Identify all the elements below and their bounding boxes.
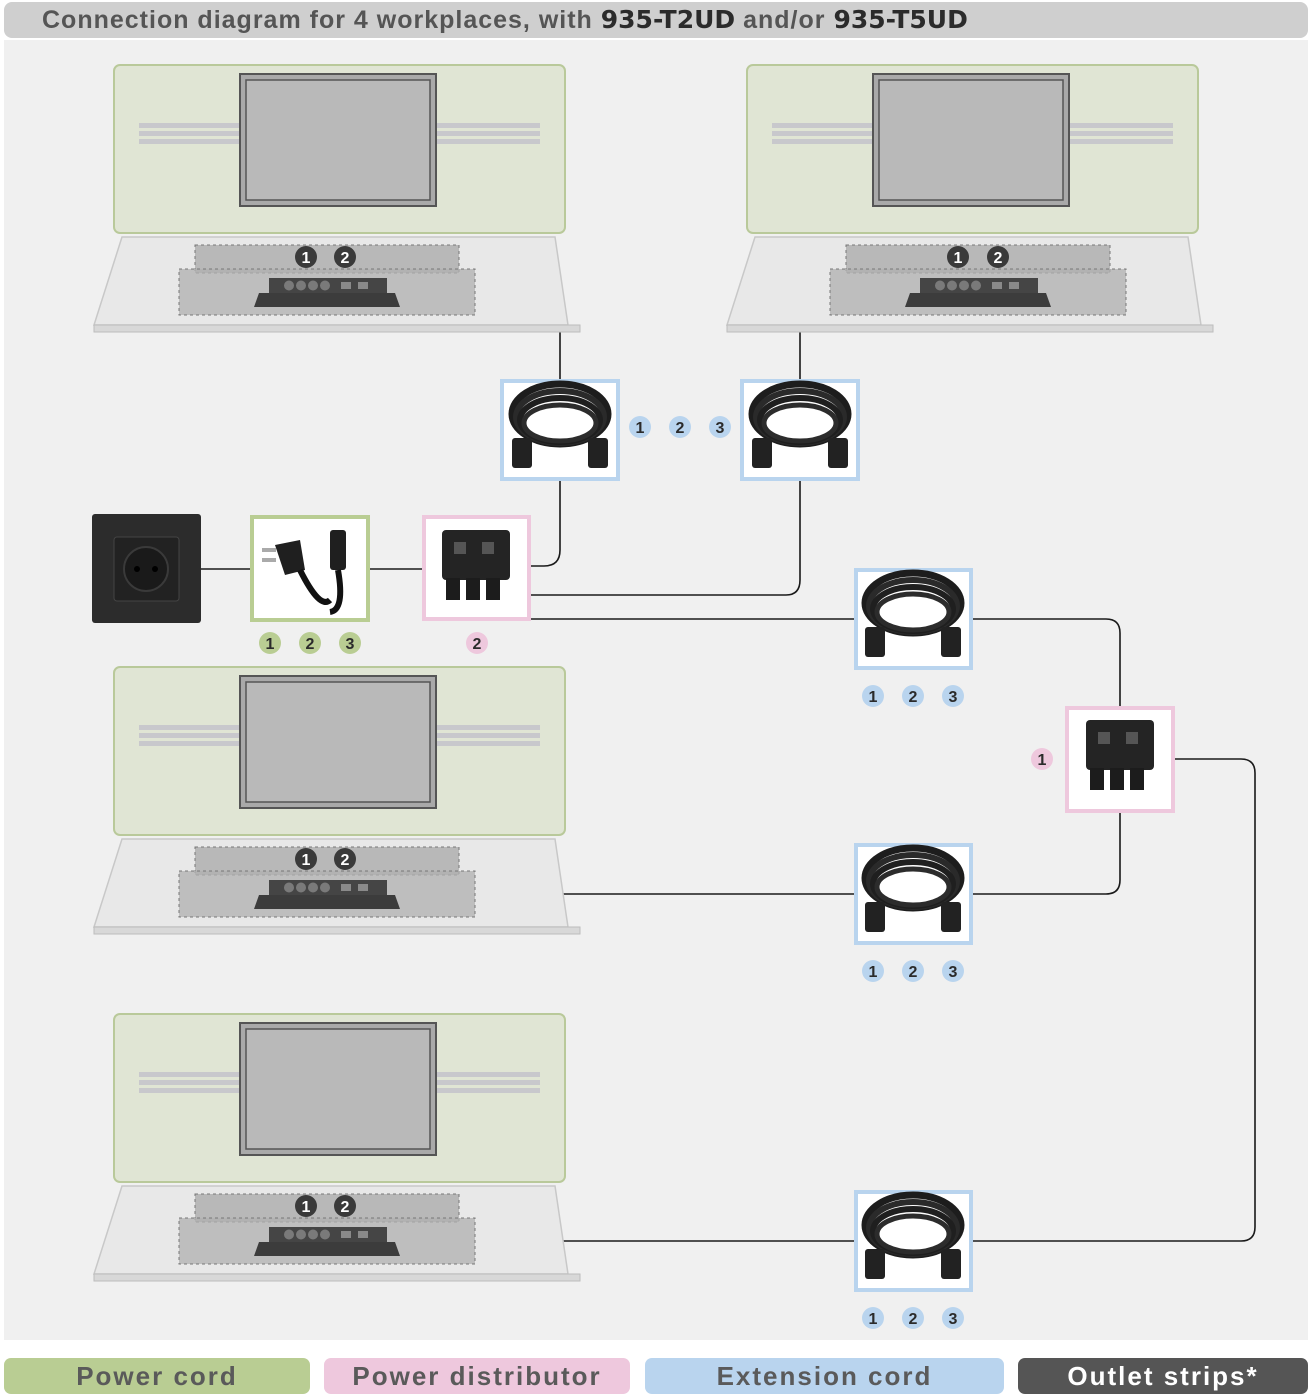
badge: 3 — [346, 636, 355, 653]
distributor-option-2: 2 — [466, 632, 488, 654]
badge: 3 — [716, 420, 725, 437]
title-prefix: Connection diagram for 4 workplaces, wit… — [42, 6, 601, 34]
badge: 2 — [306, 636, 315, 653]
extension-cord-icon — [854, 843, 973, 945]
badge: 1 — [266, 636, 275, 653]
wall-socket-icon — [92, 514, 201, 623]
badge: 2 — [994, 250, 1003, 267]
badge: 3 — [949, 689, 958, 706]
outlet-strip-icon — [178, 244, 476, 316]
badge: 1 — [869, 1311, 878, 1328]
outlet-badges-ws3: 1 2 — [295, 848, 356, 870]
badge: 2 — [909, 689, 918, 706]
badge: 2 — [473, 636, 482, 653]
badge: 1 — [1038, 752, 1047, 769]
badge: 1 — [869, 689, 878, 706]
legend-outlet-strips: Outlet strips* — [1018, 1358, 1308, 1394]
extension-cord-icon — [854, 568, 973, 670]
badge: 1 — [302, 852, 311, 869]
extension-cord-icon — [740, 379, 860, 481]
extension-cord-icon — [500, 379, 620, 481]
badge: 1 — [636, 420, 645, 437]
power-cord-options: 1 2 3 — [259, 632, 361, 654]
legend-power-cord: Power cord — [4, 1358, 310, 1394]
extension-cord-options-c: 1 2 3 — [862, 1307, 964, 1329]
power-distributor-icon — [1065, 706, 1175, 813]
outlet-strip-icon — [829, 244, 1127, 316]
badge: 3 — [949, 964, 958, 981]
extension-cord-icon — [854, 1190, 973, 1292]
diagram-title: Connection diagram for 4 workplaces, wit… — [4, 2, 1308, 38]
badge: 2 — [341, 250, 350, 267]
extension-cord-options-b: 1 2 3 — [862, 960, 964, 982]
badge: 2 — [676, 420, 685, 437]
badge: 2 — [341, 1199, 350, 1216]
outlet-strip-icon — [178, 1193, 476, 1265]
legend-extension-cord: Extension cord — [645, 1358, 1004, 1394]
badge: 2 — [909, 964, 918, 981]
badge: 2 — [909, 1311, 918, 1328]
badge: 1 — [302, 250, 311, 267]
power-distributor-icon — [422, 515, 531, 621]
badge: 2 — [341, 852, 350, 869]
outlet-badges-ws1: 1 2 — [295, 246, 356, 268]
badge: 1 — [869, 964, 878, 981]
title-model-a: 935-T2UD — [600, 5, 736, 34]
distributor-option-1: 1 — [1031, 748, 1053, 770]
badge: 3 — [949, 1311, 958, 1328]
title-model-b: 935-T5UD — [833, 5, 968, 34]
legend-power-distributor: Power distributor — [324, 1358, 630, 1394]
extension-cord-options-a: 1 2 3 — [862, 685, 964, 707]
outlet-badges-ws2: 1 2 — [947, 246, 1009, 268]
outlet-strip-icon — [178, 846, 476, 918]
power-plug-icon — [250, 515, 370, 622]
extension-cord-options-top: 1 2 3 — [629, 416, 731, 438]
badge: 1 — [954, 250, 963, 267]
badge: 1 — [302, 1199, 311, 1216]
outlet-badges-ws4: 1 2 — [295, 1195, 356, 1217]
title-middle: and/or — [735, 6, 834, 34]
